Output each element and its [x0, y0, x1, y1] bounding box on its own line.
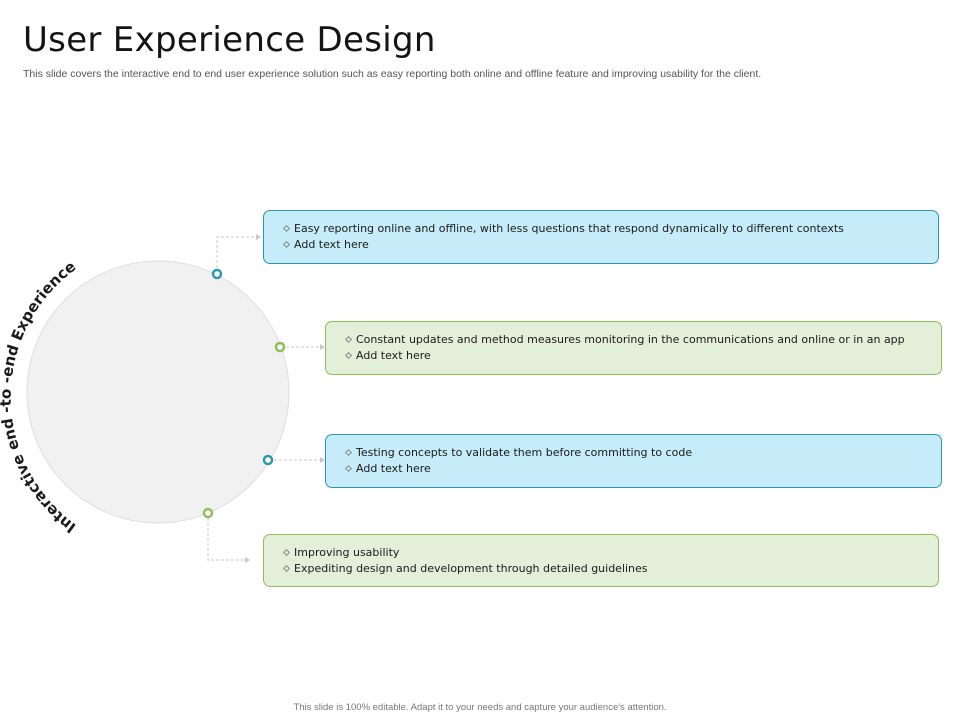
slide-subtitle: This slide covers the interactive end to… [23, 68, 762, 80]
diamond-bullet-icon [282, 564, 291, 572]
connectors [207, 236, 320, 561]
card-constant-updates: Constant updates and method measures mon… [325, 321, 942, 375]
card-4-item-1: Improving usability [282, 544, 938, 560]
card-testing-concepts: Testing concepts to validate them before… [325, 434, 942, 488]
card-1-item-1: Easy reporting online and offline, with … [282, 220, 938, 236]
card-3-item-2-text: Add text here [356, 461, 431, 475]
card-easy-reporting: Easy reporting online and offline, with … [263, 210, 939, 264]
diamond-bullet-icon [344, 351, 353, 359]
card-1-item-2: Add text here [282, 236, 938, 252]
card-3-item-1: Testing concepts to validate them before… [344, 444, 941, 460]
card-2-item-1: Constant updates and method measures mon… [344, 331, 941, 347]
slide-footer: This slide is 100% editable. Adapt it to… [293, 702, 667, 713]
experience-circle [26, 260, 290, 524]
card-4-item-1-text: Improving usability [294, 545, 400, 559]
diamond-bullet-icon [282, 240, 291, 248]
dot-3 [262, 454, 274, 466]
card-4-item-2-text: Expediting design and development throug… [294, 561, 648, 575]
dot-2 [274, 341, 286, 353]
card-4-item-2: Expediting design and development throug… [282, 560, 938, 576]
card-2-item-2-text: Add text here [356, 348, 431, 362]
dot-4 [202, 507, 214, 519]
card-2-item-2: Add text here [344, 347, 941, 363]
connector-1 [216, 236, 256, 268]
card-improving-usability: Improving usability Expediting design an… [263, 534, 939, 587]
card-3-item-2: Add text here [344, 460, 941, 476]
card-2-item-1-text: Constant updates and method measures mon… [356, 332, 905, 346]
dot-1 [211, 268, 223, 280]
connector-arrowheads [245, 234, 325, 563]
diamond-bullet-icon [282, 548, 291, 556]
card-1-item-2-text: Add text here [294, 237, 369, 251]
card-3-item-1-text: Testing concepts to validate them before… [356, 445, 693, 459]
diamond-bullet-icon [344, 335, 353, 343]
diamond-bullet-icon [282, 224, 291, 232]
diamond-bullet-icon [344, 464, 353, 472]
arrowhead-3 [320, 457, 325, 463]
diamond-bullet-icon [344, 448, 353, 456]
card-1-item-1-text: Easy reporting online and offline, with … [294, 221, 844, 235]
arrowhead-2 [320, 344, 325, 350]
arrowhead-1 [256, 234, 261, 240]
connector-4 [207, 518, 245, 561]
arrowhead-4 [245, 557, 250, 563]
slide-title: User Experience Design [23, 20, 436, 60]
